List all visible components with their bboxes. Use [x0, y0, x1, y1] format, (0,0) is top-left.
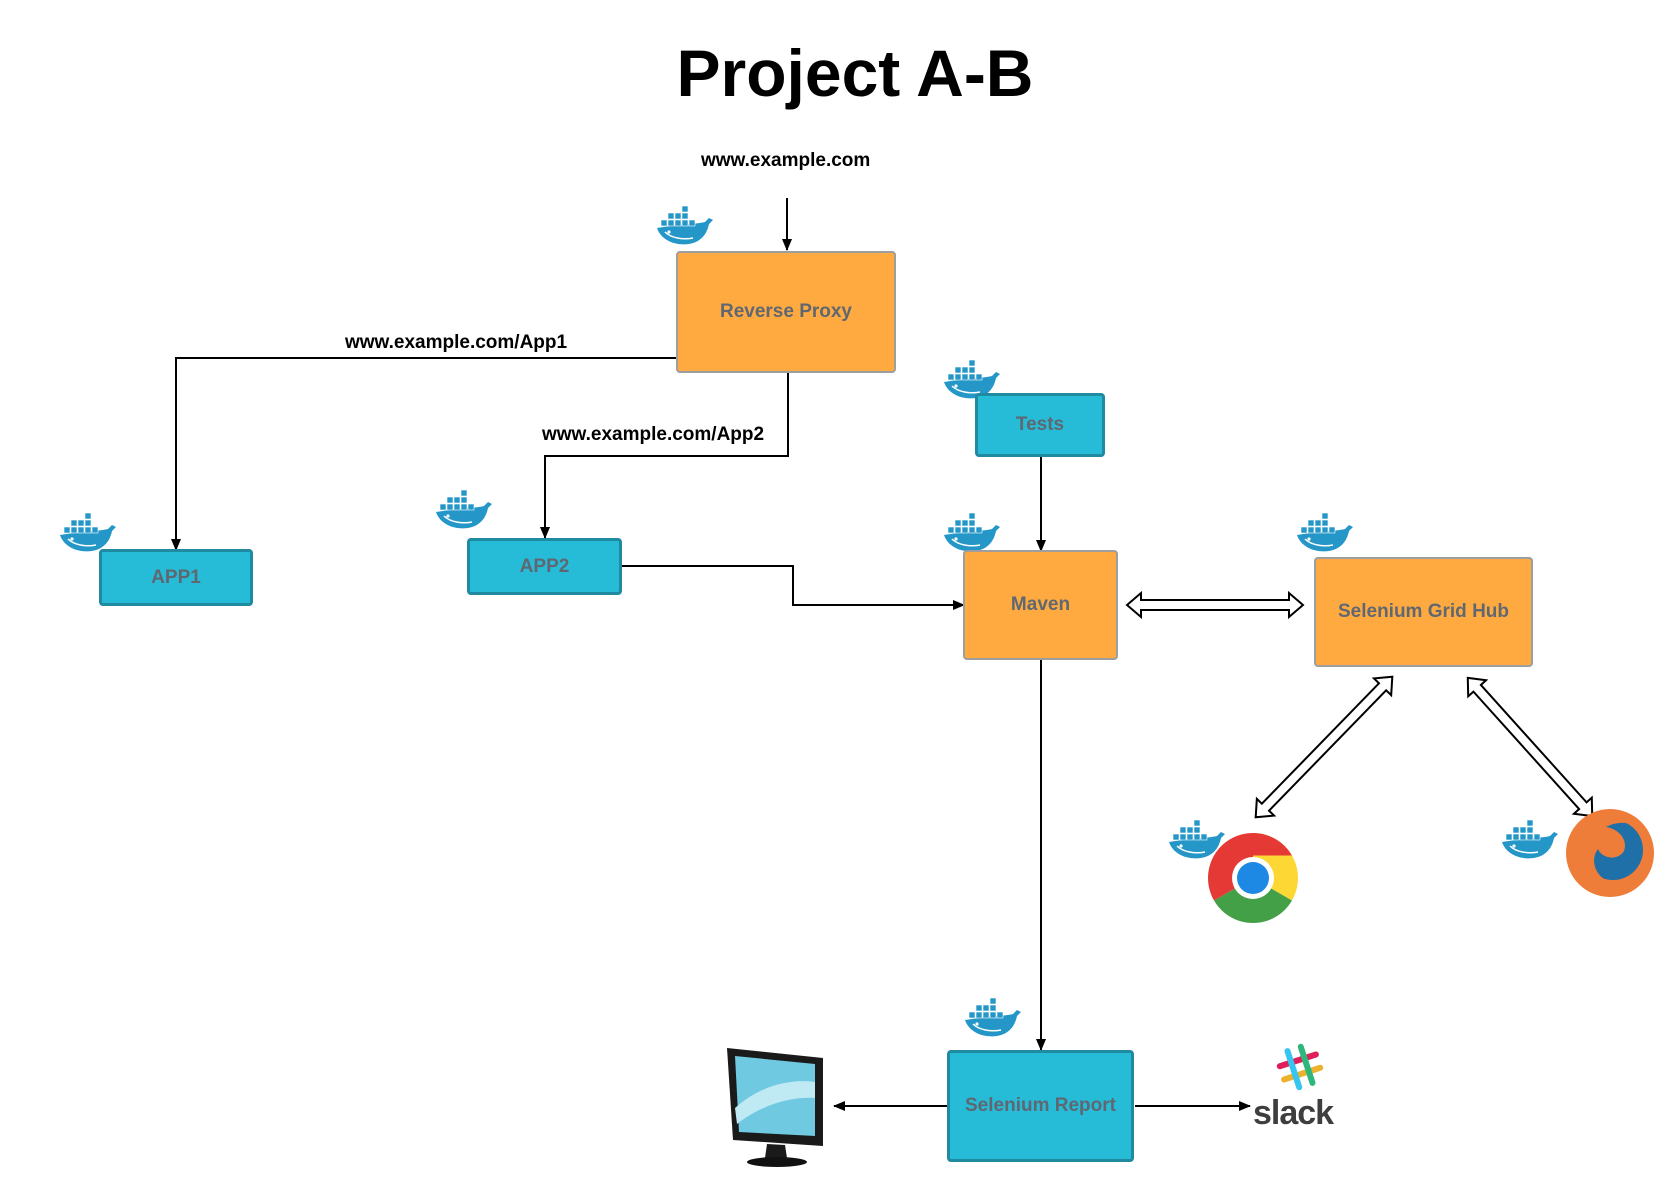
- entry-url-label: www.example.com: [701, 150, 871, 171]
- app2-node[interactable]: APP2: [467, 538, 622, 595]
- docker-whale-icon: [1296, 512, 1354, 553]
- selenium-report-node[interactable]: Selenium Report: [947, 1050, 1134, 1162]
- bidirectional-arrow-maven-hub: [1125, 590, 1305, 620]
- docker-whale-icon: [964, 997, 1022, 1038]
- reverse-proxy-label: Reverse Proxy: [719, 301, 853, 322]
- docker-whale-icon: [59, 512, 117, 553]
- selenium-grid-hub-node[interactable]: Selenium Grid Hub: [1314, 557, 1533, 667]
- chrome-icon: [1208, 833, 1298, 923]
- bidirectional-arrow-hub-chrome: [1254, 675, 1394, 819]
- app2-label: APP2: [519, 555, 570, 577]
- maven-node[interactable]: Maven: [963, 550, 1118, 660]
- monitor-icon: [727, 1048, 823, 1167]
- maven-label: Maven: [1010, 594, 1071, 615]
- app1-node[interactable]: APP1: [99, 549, 253, 606]
- docker-whale-icon: [656, 205, 714, 246]
- docker-whale-icon: [435, 489, 493, 530]
- page-title: Project A-B: [676, 36, 1034, 110]
- tests-node[interactable]: Tests: [975, 393, 1105, 457]
- app1-route-label: www.example.com/App1: [345, 332, 568, 353]
- edge-proxy-to-app2: [540, 373, 789, 539]
- selenium-grid-hub-label: Selenium Grid Hub: [1337, 601, 1510, 622]
- app1-label: APP1: [151, 566, 201, 588]
- slack-icon: [1276, 1043, 1324, 1091]
- bidirectional-arrow-hub-firefox: [1466, 676, 1594, 818]
- firefox-icon: [1566, 809, 1654, 897]
- reverse-proxy-node[interactable]: Reverse Proxy: [676, 251, 896, 373]
- app2-route-label: www.example.com/App2: [542, 424, 765, 445]
- edge-proxy-to-app1: [171, 357, 676, 551]
- edge-app2-to-maven: [622, 565, 965, 610]
- docker-whale-icon: [943, 512, 1001, 553]
- slack-wordmark: slack: [1253, 1094, 1334, 1132]
- tests-label: Tests: [1015, 414, 1065, 435]
- docker-whale-icon: [1501, 819, 1559, 860]
- selenium-report-label: Selenium Report: [965, 1095, 1116, 1116]
